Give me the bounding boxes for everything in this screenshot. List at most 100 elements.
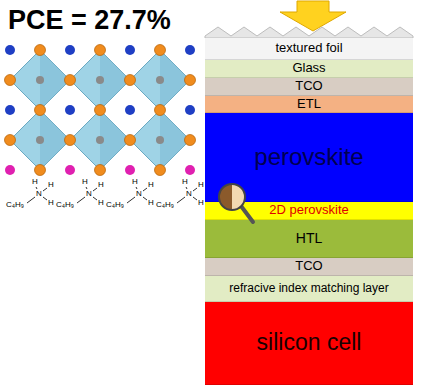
metal-atom bbox=[156, 76, 164, 84]
layer-band: HTL bbox=[205, 220, 413, 258]
halide-ball bbox=[125, 75, 136, 86]
halide-ball bbox=[35, 165, 46, 176]
halide-ball bbox=[95, 45, 106, 56]
cation-ball bbox=[5, 165, 15, 175]
atom-label: C₄H₉ bbox=[156, 201, 174, 209]
halide-ball bbox=[125, 135, 136, 146]
atom-label: H bbox=[32, 178, 38, 186]
bond-line bbox=[143, 188, 147, 191]
cation-ball bbox=[125, 105, 135, 115]
halide-ball bbox=[155, 45, 166, 56]
octahedron bbox=[70, 50, 130, 110]
bond-line bbox=[77, 197, 85, 203]
layer-label: HTL bbox=[296, 231, 322, 246]
metal-atom bbox=[96, 136, 104, 144]
layer-band: textured foil bbox=[205, 38, 413, 60]
halide-ball bbox=[185, 75, 196, 86]
layer-label: refracive index matching layer bbox=[229, 282, 388, 295]
bond-line bbox=[143, 197, 147, 200]
atom-label: H bbox=[82, 178, 88, 186]
layer-band: TCO bbox=[205, 78, 413, 96]
halide-ball bbox=[5, 135, 16, 146]
atom-label: H bbox=[98, 199, 104, 207]
bond-line bbox=[36, 187, 37, 189]
bond-line bbox=[127, 197, 135, 203]
halide-ball bbox=[185, 135, 196, 146]
atom-label: N bbox=[136, 190, 142, 198]
octahedron bbox=[130, 50, 190, 110]
bond-line bbox=[186, 187, 187, 189]
halide-ball bbox=[65, 135, 76, 146]
cation-ball bbox=[125, 45, 135, 55]
bond-line bbox=[93, 188, 97, 191]
metal-atom bbox=[156, 136, 164, 144]
magnifier-rim bbox=[219, 184, 245, 210]
octahedron bbox=[10, 110, 70, 170]
cation-ball bbox=[185, 45, 195, 55]
magnifier-shade bbox=[219, 184, 232, 210]
cation-ball bbox=[65, 45, 75, 55]
halide-ball bbox=[155, 165, 166, 176]
halide-ball bbox=[95, 165, 106, 176]
atom-label: H bbox=[198, 181, 204, 189]
layer-band: ETL bbox=[205, 96, 413, 113]
bond-line bbox=[27, 197, 35, 203]
atom-label: H bbox=[148, 181, 154, 189]
atom-label: N bbox=[36, 190, 42, 198]
texture-zigzag bbox=[205, 27, 413, 38]
halide-ball bbox=[155, 105, 166, 116]
magnifier-lens bbox=[219, 184, 245, 210]
layer-band: TCO bbox=[205, 258, 413, 276]
octahedron bbox=[130, 110, 190, 170]
atom-label: H bbox=[48, 199, 54, 207]
bond-line bbox=[43, 188, 47, 191]
layer-label: 2D perovskite bbox=[269, 203, 348, 217]
crystal-structure bbox=[5, 45, 196, 176]
atom-label: H bbox=[148, 199, 154, 207]
bond-line bbox=[93, 197, 97, 200]
halide-ball bbox=[95, 105, 106, 116]
cation-ball bbox=[5, 45, 15, 55]
cation-ball bbox=[185, 165, 195, 175]
halide-ball bbox=[35, 105, 46, 116]
atom-label: N bbox=[86, 190, 92, 198]
halide-ball bbox=[35, 45, 46, 56]
bond-line bbox=[177, 197, 185, 203]
layer-band: silicon cell bbox=[205, 302, 413, 385]
layer-band: perovskite bbox=[205, 113, 413, 202]
layer-band: refracive index matching layer bbox=[205, 276, 413, 302]
layer-label: ETL bbox=[297, 97, 321, 111]
title: PCE = 27.7% bbox=[8, 6, 171, 36]
atom-label: H bbox=[182, 178, 188, 186]
cation-ball bbox=[5, 105, 15, 115]
cation-ball bbox=[185, 105, 195, 115]
atom-label: C₄H₉ bbox=[56, 201, 74, 209]
layer-label: Glass bbox=[292, 61, 325, 75]
atom-label: C₄H₉ bbox=[106, 201, 124, 209]
layer-label: silicon cell bbox=[257, 330, 362, 355]
layer-band: 2D perovskite bbox=[205, 202, 413, 220]
bond-line bbox=[43, 197, 47, 200]
metal-atom bbox=[36, 136, 44, 144]
atom-label: C₄H₉ bbox=[6, 201, 24, 209]
layer-label: TCO bbox=[295, 259, 322, 273]
metal-atom bbox=[36, 76, 44, 84]
magnifier-handle bbox=[241, 206, 253, 222]
layer-band: Glass bbox=[205, 60, 413, 78]
bond-line bbox=[193, 197, 197, 200]
atom-label: N bbox=[186, 190, 192, 198]
layer-label: perovskite bbox=[254, 144, 363, 170]
cation-ball bbox=[125, 165, 135, 175]
halide-ball bbox=[65, 75, 76, 86]
metal-atom bbox=[96, 76, 104, 84]
bond-line bbox=[136, 187, 137, 189]
bond-line bbox=[86, 187, 87, 189]
atom-label: H bbox=[48, 181, 54, 189]
octahedron bbox=[70, 110, 130, 170]
bond-line bbox=[193, 188, 197, 191]
layer-label: textured foil bbox=[275, 41, 342, 55]
halide-ball bbox=[5, 75, 16, 86]
atom-label: H bbox=[98, 181, 104, 189]
